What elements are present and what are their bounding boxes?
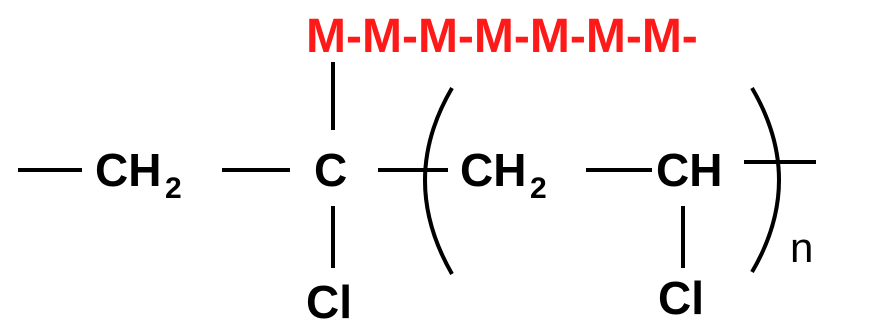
- left-ch-group: CH: [95, 144, 161, 196]
- branch-chlorine: Cl: [306, 276, 352, 326]
- repeat-chlorine: Cl: [658, 272, 704, 324]
- repeat-ch-methine: CH: [656, 144, 722, 196]
- right-parenthesis: [750, 86, 781, 274]
- repeat-ch-group: CH: [460, 144, 526, 196]
- repeat-count-n: n: [790, 224, 813, 271]
- repeat-ch2-subscript: 2: [530, 172, 547, 205]
- graft-chain-label: M-M-M-M-M-M-M-: [306, 10, 698, 63]
- left-parenthesis: [423, 86, 454, 275]
- left-ch2-subscript: 2: [165, 172, 182, 205]
- branch-carbon: C: [314, 144, 347, 196]
